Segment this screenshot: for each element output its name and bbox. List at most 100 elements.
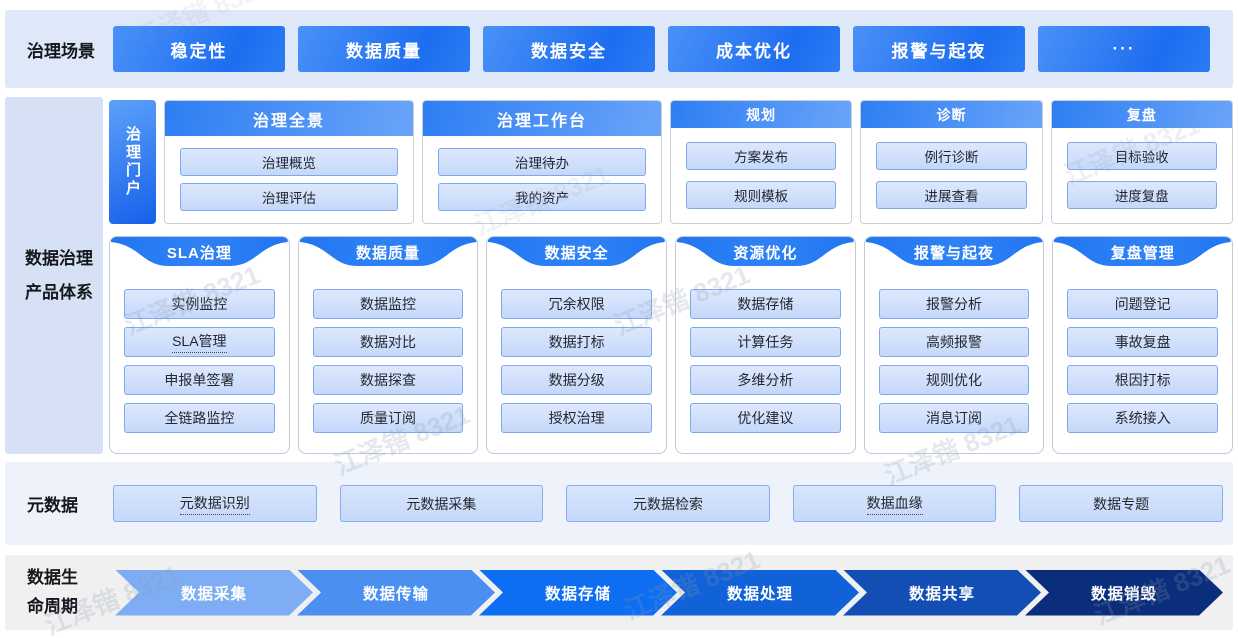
product-band-label: 数据治理 产品体系: [5, 97, 103, 454]
portal-item[interactable]: 例行诊断: [876, 142, 1027, 171]
portal-item[interactable]: 治理概览: [180, 147, 398, 176]
product-item[interactable]: 数据对比: [312, 327, 464, 357]
product-item[interactable]: 冗余权限: [501, 289, 653, 319]
portal-card-planning: 规划 方案发布 规则模板: [670, 100, 853, 224]
metadata-buttons: 元数据识别 元数据采集 元数据检索 数据血缘 数据专题: [113, 485, 1233, 522]
product-item[interactable]: 系统接入: [1067, 403, 1219, 433]
scenario-button-more[interactable]: ···: [1038, 26, 1210, 72]
product-item[interactable]: 全链路监控: [124, 403, 275, 433]
product-item[interactable]: 多维分析: [690, 365, 841, 395]
product-card-title: 报警与起夜: [914, 245, 995, 262]
product-band-label-line2: 产品体系: [25, 282, 93, 302]
scenario-button-cost-optimization[interactable]: 成本优化: [668, 26, 840, 72]
lifecycle-label-line1: 数据生: [27, 568, 78, 588]
lifecycle-label-line2: 命周期: [27, 596, 78, 616]
product-card-quality: 数据质量 数据监控 数据对比 数据探查 质量订阅: [297, 236, 479, 454]
product-card-alerts: 报警与起夜 报警分析 高频报警 规则优化 消息订阅: [863, 236, 1045, 454]
lifecycle-flow: 数据采集 数据传输 数据存储 数据处理 数据共享 数据销毁: [115, 570, 1223, 616]
product-item[interactable]: 高频报警: [878, 327, 1030, 357]
product-card-security: 数据安全 冗余权限 数据打标 数据分级 授权治理: [486, 236, 668, 454]
lifecycle-band: 数据生 命周期 数据采集 数据传输 数据存储 数据处理 数据共享 数据销毁: [5, 555, 1233, 630]
product-card-header: 数据质量: [299, 237, 478, 271]
metadata-band: 元数据 元数据识别 元数据采集 元数据检索 数据血缘 数据专题: [5, 462, 1233, 545]
portal-item[interactable]: 方案发布: [686, 142, 837, 171]
product-item[interactable]: 根因打标: [1067, 365, 1219, 395]
lifecycle-band-label: 数据生 命周期: [5, 564, 101, 620]
product-card-sla: SLA治理 实例监控 SLA管理 申报单签署 全链路监控: [109, 236, 290, 454]
portal-item[interactable]: 规则模板: [686, 180, 837, 209]
product-item[interactable]: 计算任务: [690, 327, 841, 357]
product-item[interactable]: 优化建议: [690, 403, 841, 433]
product-card-resource: 资源优化 数据存储 计算任务 多维分析 优化建议: [675, 236, 856, 454]
portal-card-workbench: 治理工作台 治理待办 我的资产: [422, 100, 662, 224]
scenario-button-stability[interactable]: 稳定性: [113, 26, 285, 72]
portal-card-overview: 治理全景 治理概览 治理评估: [164, 100, 414, 224]
product-card-title: 数据质量: [356, 245, 421, 262]
lifecycle-stage-collect: 数据采集: [115, 570, 313, 616]
product-item-label: SLA管理: [172, 331, 227, 353]
portal-card-review: 复盘 目标验收 进度复盘: [1050, 100, 1233, 224]
lifecycle-stage-share: 数据共享: [843, 570, 1041, 616]
portal-card-title: 规划: [671, 101, 852, 128]
scenario-button-data-security[interactable]: 数据安全: [483, 26, 655, 72]
product-item[interactable]: 消息订阅: [878, 403, 1030, 433]
portal-card-title: 诊断: [861, 101, 1042, 128]
metadata-item-search[interactable]: 元数据检索: [566, 485, 770, 522]
product-card-title: 资源优化: [733, 245, 798, 262]
scenario-buttons: 稳定性 数据质量 数据安全 成本优化 报警与起夜 ···: [113, 26, 1210, 72]
lifecycle-stage-transfer: 数据传输: [297, 570, 495, 616]
scenario-band: 治理场景 稳定性 数据质量 数据安全 成本优化 报警与起夜 ···: [5, 10, 1233, 88]
product-card-header: 报警与起夜: [865, 237, 1044, 271]
portal-item[interactable]: 治理评估: [180, 183, 398, 212]
product-item[interactable]: 数据探查: [312, 365, 464, 395]
product-item[interactable]: 数据存储: [690, 289, 841, 319]
product-item[interactable]: 申报单签署: [124, 365, 275, 395]
product-card-header: 数据安全: [487, 237, 666, 271]
metadata-item-lineage[interactable]: 数据血缘: [792, 485, 997, 522]
lifecycle-stage-storage: 数据存储: [479, 570, 677, 616]
portal-card-title: 治理工作台: [423, 101, 661, 136]
product-item[interactable]: 实例监控: [124, 289, 275, 319]
product-card-header: 复盘管理: [1053, 237, 1232, 271]
product-item[interactable]: 报警分析: [878, 289, 1030, 319]
portal-row: 治理门户 治理全景 治理概览 治理评估 治理工作台 治理待办 我的资产: [109, 100, 1233, 224]
portal-item[interactable]: 治理待办: [438, 147, 646, 176]
product-card-title: SLA治理: [166, 245, 232, 262]
lifecycle-stage-process: 数据处理: [661, 570, 859, 616]
product-card-header: 资源优化: [676, 237, 855, 271]
metadata-item-topics[interactable]: 数据专题: [1019, 485, 1223, 522]
metadata-item-collect[interactable]: 元数据采集: [339, 485, 544, 522]
scenario-band-label: 治理场景: [27, 41, 95, 61]
product-item[interactable]: 问题登记: [1067, 289, 1219, 319]
product-item[interactable]: SLA管理: [124, 327, 275, 357]
metadata-item-identify[interactable]: 元数据识别: [113, 485, 317, 522]
lifecycle-stage-destroy: 数据销毁: [1025, 570, 1223, 616]
product-item[interactable]: 质量订阅: [312, 403, 464, 433]
product-item[interactable]: 事故复盘: [1067, 327, 1219, 357]
portal-card-title: 治理全景: [165, 101, 413, 136]
portal-card-diagnosis: 诊断 例行诊断 进展查看: [860, 100, 1043, 224]
product-item[interactable]: 规则优化: [878, 365, 1030, 395]
portal-item[interactable]: 我的资产: [438, 183, 646, 212]
portal-item[interactable]: 进展查看: [876, 180, 1027, 209]
product-band-label-line1: 数据治理: [25, 248, 93, 268]
product-card-title: 数据安全: [544, 245, 609, 262]
portal-tab[interactable]: 治理门户: [109, 100, 156, 224]
product-card-title: 复盘管理: [1110, 245, 1175, 262]
portal-card-title: 复盘: [1051, 101, 1232, 128]
product-item[interactable]: 数据监控: [312, 289, 464, 319]
product-band: 数据治理 产品体系 治理门户 治理全景 治理概览 治理评估 治理工作台 治理待办: [5, 97, 1234, 454]
scenario-button-data-quality[interactable]: 数据质量: [298, 26, 470, 72]
product-item[interactable]: 数据打标: [501, 327, 653, 357]
product-item[interactable]: 数据分级: [501, 365, 653, 395]
metadata-band-label: 元数据: [27, 496, 78, 515]
portal-item[interactable]: 进度复盘: [1066, 180, 1217, 209]
product-item[interactable]: 授权治理: [501, 403, 653, 433]
scenario-button-alerts-oncall[interactable]: 报警与起夜: [853, 26, 1025, 72]
metadata-item-label: 数据血缘: [866, 493, 923, 515]
portal-item[interactable]: 目标验收: [1066, 142, 1217, 171]
product-card-review-mgmt: 复盘管理 问题登记 事故复盘 根因打标 系统接入: [1052, 236, 1234, 454]
product-cards-row: SLA治理 实例监控 SLA管理 申报单签署 全链路监控 数据质量: [109, 236, 1234, 454]
metadata-item-label: 元数据识别: [179, 493, 250, 515]
